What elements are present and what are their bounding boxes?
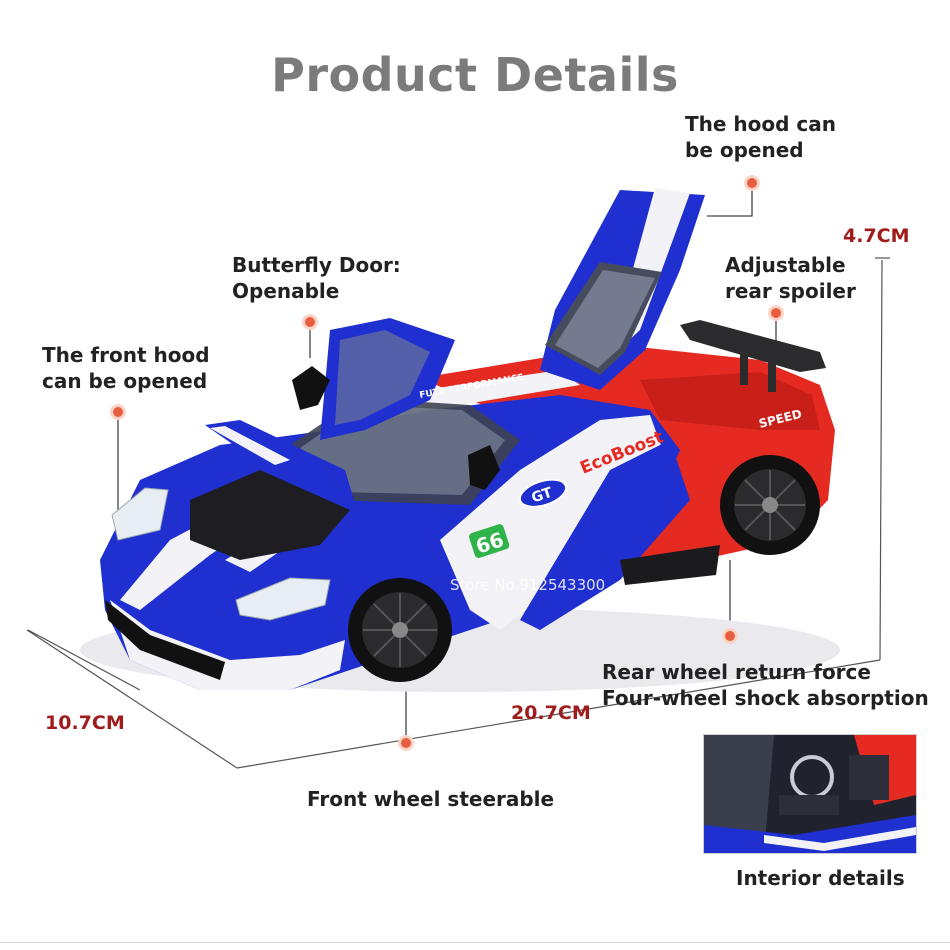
label-front-wheel: Front wheel steerable [307,787,555,811]
dimension-length: 20.7CM [511,702,591,724]
label-spoiler-line2: rear spoiler [725,279,856,303]
label-hood-top-line2: be opened [685,138,804,162]
hotspot-dot-butterfly [305,317,315,327]
label-rear-spoiler: Adjustable rear spoiler [725,252,856,304]
label-spoiler-line1: Adjustable [725,253,846,277]
hotspot-dot-rear-wheel [725,631,735,641]
decal-gt: GT [530,485,555,507]
label-butterfly-door: Butterfly Door: Openable [232,252,401,304]
hotspot-dot-front-wheel [401,738,411,748]
bottom-divider [0,942,950,943]
label-rear-wheel-line1: Rear wheel return force [602,660,871,684]
hotspot-dot-front-hood [113,407,123,417]
label-front-hood-line1: The front hood [42,343,210,367]
label-rear-wheel-line2: Four-wheel shock absorption [602,686,929,710]
page-title: Product Details [271,48,679,102]
label-front-hood: The front hood can be opened [42,342,210,394]
interior-inset-image [703,734,917,854]
label-interior: Interior details [736,866,905,890]
dimension-height: 4.7CM [843,225,910,247]
label-hood-top: The hood can be opened [685,111,836,163]
hotspot-dot-spoiler [771,308,781,318]
store-watermark: Store No.912543300 [450,576,606,594]
hotspot-dot-hood [747,178,757,188]
car-body [100,188,835,690]
label-butterfly-line1: Butterfly Door: [232,253,401,277]
dimension-lines [26,257,890,769]
label-front-hood-line2: can be opened [42,369,208,393]
label-butterfly-line2: Openable [232,279,340,303]
label-rear-wheel: Rear wheel return force Four-wheel shock… [602,659,929,711]
dimension-width: 10.7CM [45,712,125,734]
label-hood-top-line1: The hood can [685,112,836,136]
interior-drawing [704,735,916,853]
